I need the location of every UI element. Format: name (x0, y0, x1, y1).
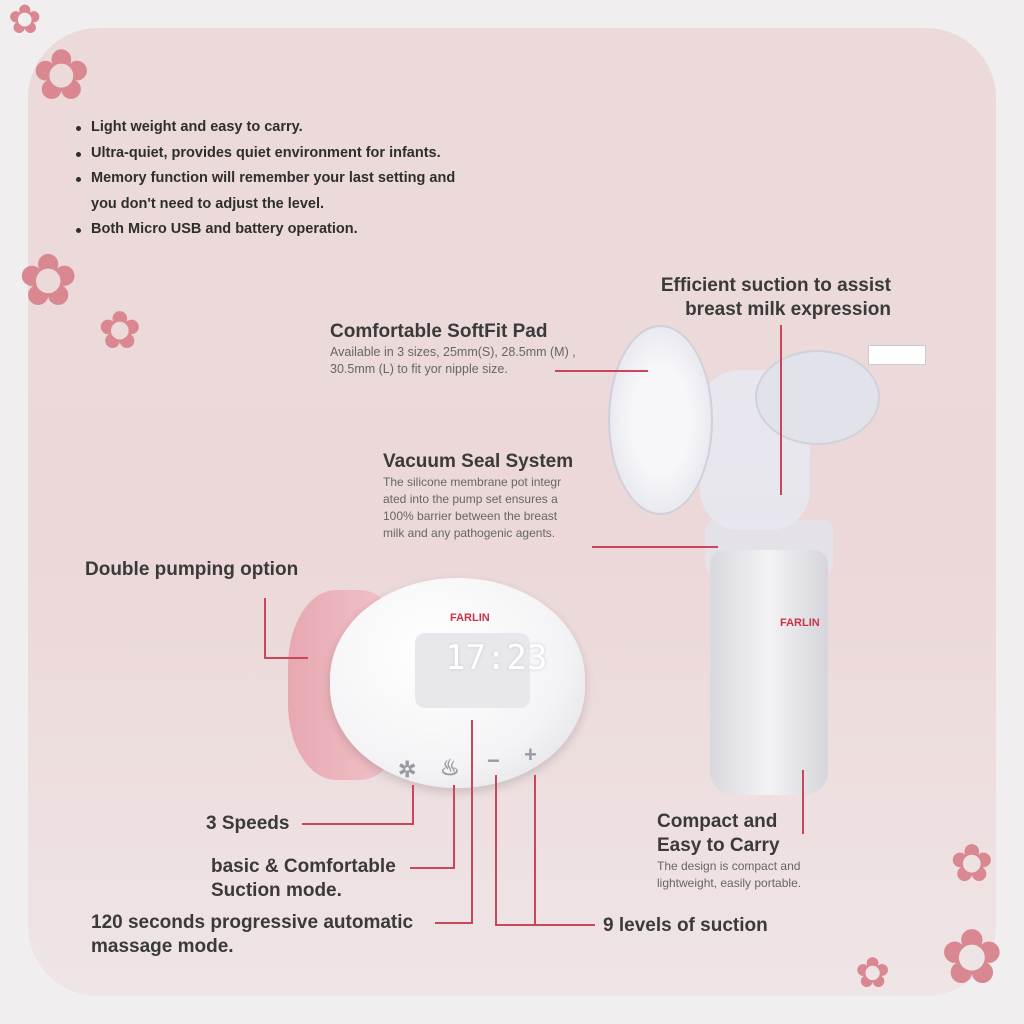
leader-line (495, 924, 595, 926)
flower-decoration-icon: ✿ (32, 36, 91, 114)
device-brand: FARLIN (450, 612, 490, 624)
callout-title: breast milk expression (685, 299, 891, 320)
display-screen (415, 633, 530, 708)
minus-button[interactable]: − (487, 748, 500, 773)
callout-levels: 9 levels of suction (603, 915, 768, 936)
leader-line (555, 370, 648, 372)
callout-mode: basic & Comfortable Suction mode. (211, 855, 396, 903)
feature-item: Memory function will remember your last … (76, 166, 455, 192)
callout-title: basic & Comfortable (211, 856, 396, 877)
leader-line (264, 657, 308, 659)
callout-double: Double pumping option (85, 559, 299, 580)
callout-desc: The silicone membrane pot integr (383, 475, 562, 489)
callout-speeds: 3 Speeds (206, 813, 290, 834)
background-panel (28, 28, 996, 996)
feature-item: Both Micro USB and battery operation. (76, 217, 455, 243)
callout-desc: 100% barrier between the breast (383, 509, 558, 523)
feature-item: Light weight and easy to carry. (76, 115, 455, 141)
callout-title: Compact and (657, 811, 778, 832)
callout-title: 120 seconds progressive automatic (91, 912, 414, 933)
leader-line (410, 867, 455, 869)
callout-title: Comfortable SoftFit Pad (330, 321, 548, 342)
flower-decoration-icon: ✿ (940, 915, 1004, 1000)
flower-decoration-icon: ✿ (855, 949, 891, 996)
leader-line (435, 922, 473, 924)
callout-desc: milk and any pathogenic agents. (383, 526, 556, 540)
leader-line (592, 546, 718, 548)
callout-title: Suction mode. (211, 880, 342, 901)
flower-decoration-icon: ✿ (950, 835, 994, 893)
callout-title: Vacuum Seal System (383, 451, 574, 472)
leader-line (453, 785, 455, 869)
leader-line (412, 785, 414, 825)
flower-decoration-icon: ✿ (98, 302, 142, 360)
callout-desc: lightweight, easily portable. (657, 876, 802, 890)
feature-item: you don't need to adjust the level. (91, 195, 325, 212)
callout-title: Easy to Carry (657, 835, 780, 856)
leader-line (495, 775, 497, 925)
callout-massage: 120 seconds progressive automatic massag… (91, 911, 413, 959)
callout-vacuum: Vacuum Seal System The silicone membrane… (383, 450, 573, 542)
callout-suction: Efficient suction to assist breast milk … (651, 274, 891, 322)
breast-shield (608, 325, 713, 515)
pump-valve (755, 350, 880, 445)
leader-line (780, 325, 782, 495)
plus-button[interactable]: + (524, 742, 537, 767)
callout-desc: Available in 3 sizes, 25mm(S), 28.5mm (M… (330, 345, 576, 359)
flower-decoration-icon: ✿ (8, 0, 42, 42)
callout-title: massage mode. (91, 936, 234, 957)
feature-list: Light weight and easy to carry. Ultra-qu… (76, 115, 455, 243)
callout-desc: The design is compact and (657, 859, 801, 873)
leader-line (534, 775, 536, 925)
tube-connector (868, 345, 926, 365)
leader-line (264, 598, 266, 658)
bottle-brand: FARLIN (780, 617, 820, 629)
mode-button[interactable]: ♨ (440, 755, 460, 780)
leader-line (302, 823, 414, 825)
callout-desc: 30.5mm (L) to fit yor nipple size. (330, 362, 508, 376)
display-time: 17:23 (445, 638, 548, 678)
leader-line (802, 770, 804, 834)
leader-line (471, 720, 473, 924)
callout-desc: ated into the pump set ensures a (383, 492, 558, 506)
milk-bottle (710, 550, 828, 795)
flower-decoration-icon: ✿ (18, 241, 79, 321)
callout-title: Efficient suction to assist (660, 275, 891, 296)
callout-softfit: Comfortable SoftFit Pad Available in 3 s… (330, 320, 576, 378)
feature-item: Ultra-quiet, provides quiet environment … (76, 141, 455, 167)
callout-compact: Compact and Easy to Carry The design is … (657, 810, 801, 892)
speed-button[interactable]: ✲ (398, 757, 417, 782)
